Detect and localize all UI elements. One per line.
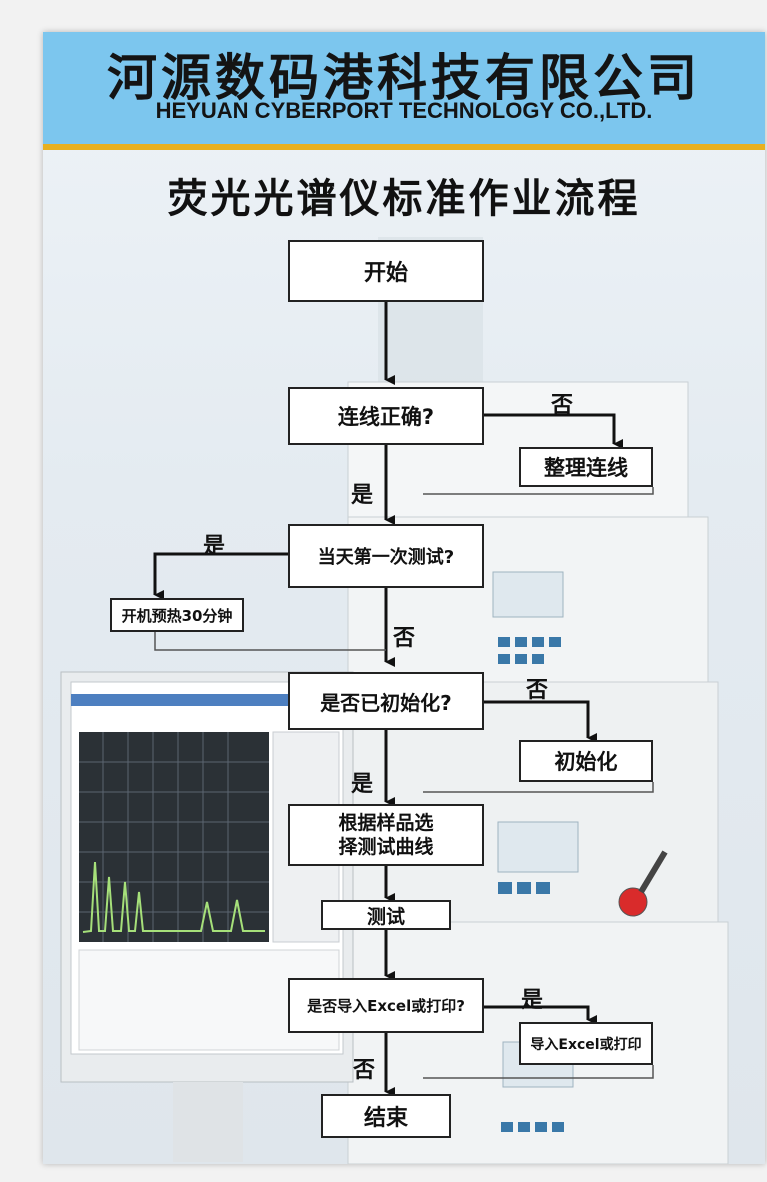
injector-handle [638,850,668,894]
flow-connectors [153,302,654,1097]
label-no-wiring: 否 [551,393,574,418]
label-no-export: 否 [353,1058,376,1083]
start-node: 开始 [288,240,484,302]
warmup-node: 开机预热30分钟 [110,598,244,632]
instrument-buttons [498,637,564,1132]
app-titlebar [71,694,343,706]
return-line-export [423,1065,654,1079]
initialize-node: 初始化 [519,740,653,782]
export-node: 导入Excel或打印 [519,1022,653,1065]
label-yes-wiring: 是 [351,483,374,508]
company-name-en: HEYUAN CYBERPORT TECHNOLOGY CO.,LTD. [155,98,653,123]
label-no-init: 否 [526,678,549,703]
arrow-first-test-yes [153,552,288,600]
page-title: 荧光光谱仪标准作业流程 [167,176,641,222]
select-curve-node: 根据样品选择测试曲线 [288,804,484,866]
label-no-first-test: 否 [393,626,416,651]
fix-wiring-node: 整理连线 [519,447,653,487]
monitor-stand [173,1082,243,1162]
arrow-export-yes [484,1005,597,1025]
initialized-check-node: 是否已初始化? [288,672,484,730]
arrow-init-no [484,700,597,743]
wiring-check-node: 连线正确? [288,387,484,445]
instrument-display-2 [497,821,579,873]
label-yes-export: 是 [521,988,544,1013]
end-node: 结束 [321,1094,451,1138]
return-line-fix-wiring [423,487,654,495]
instrument-display-1 [492,571,564,618]
header-accent-bar [43,144,765,150]
header-banner [43,32,765,144]
return-line-warmup [154,632,386,651]
return-line-initialize [423,782,654,793]
poster: 河源数码港科技有限公司 HEYUAN CYBERPORT TECHNOLOGY … [43,32,765,1164]
label-yes-first-test: 是 [203,534,226,559]
company-name-cn: 河源数码港科技有限公司 [107,49,701,107]
export-check-node: 是否导入Excel或打印? [288,978,484,1033]
spectrum-trace [82,861,265,933]
arrow-wiring-no [484,413,623,449]
first-test-node: 当天第一次测试? [288,524,484,588]
test-node: 测试 [321,900,451,930]
injector-knob [618,887,648,917]
label-yes-init: 是 [351,772,374,797]
